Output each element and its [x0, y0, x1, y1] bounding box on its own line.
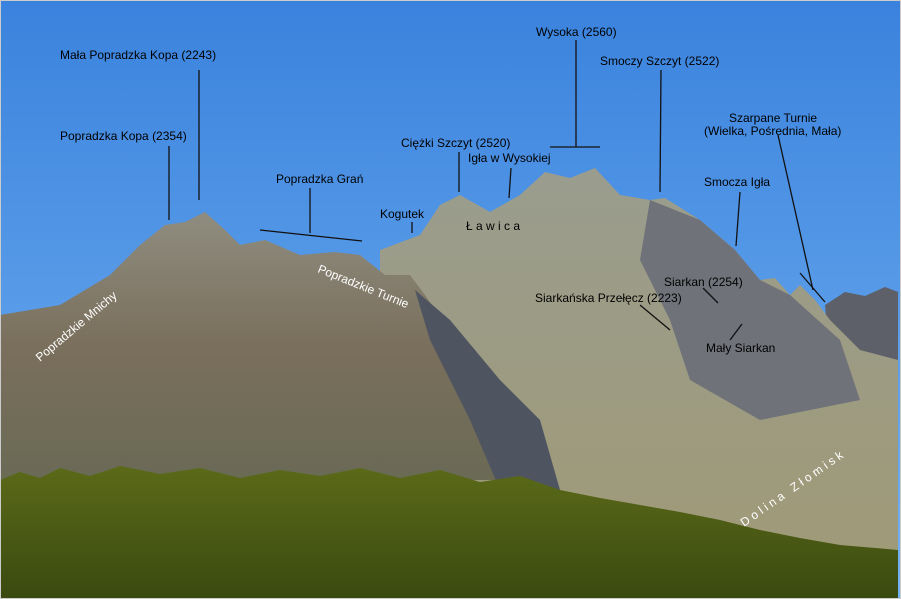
label-maly-siarkan: Mały Siarkan	[706, 341, 775, 355]
shadow-gully	[415, 290, 560, 490]
label-popradzka-kopa: Popradzka Kopa (2354)	[60, 129, 187, 143]
label-smoczy-szczyt: Smoczy Szczyt (2522)	[600, 54, 719, 68]
label-smocza-igla: Smocza Igła	[704, 175, 770, 189]
label-mala-popradzka-kopa: Mała Popradzka Kopa (2243)	[60, 48, 216, 62]
label-igla-w-wysokiej: Igła w Wysokiej	[468, 151, 551, 165]
label-szarpane-turnie-names: (Wielka, Pośrednia, Mała)	[704, 124, 841, 138]
label-popradzka-gran: Popradzka Grań	[276, 172, 363, 186]
label-wysoka: Wysoka (2560)	[536, 25, 617, 39]
label-ciezki-szczyt: Ciężki Szczyt (2520)	[401, 136, 510, 150]
leader-lines	[168, 40, 826, 341]
label-kogutek: Kogutek	[380, 207, 425, 221]
label-siarkan: Siarkan (2254)	[664, 275, 743, 289]
popradzka-massif	[0, 212, 540, 480]
label-siarkanska-przelecz: Siarkańska Przełęcz (2223)	[535, 291, 682, 305]
forest	[0, 466, 898, 599]
label-szarpane-turnie: Szarpane Turnie	[729, 111, 817, 125]
label-lawica: Ł a w i c a	[466, 219, 520, 233]
siarkan-shadow	[640, 200, 860, 420]
